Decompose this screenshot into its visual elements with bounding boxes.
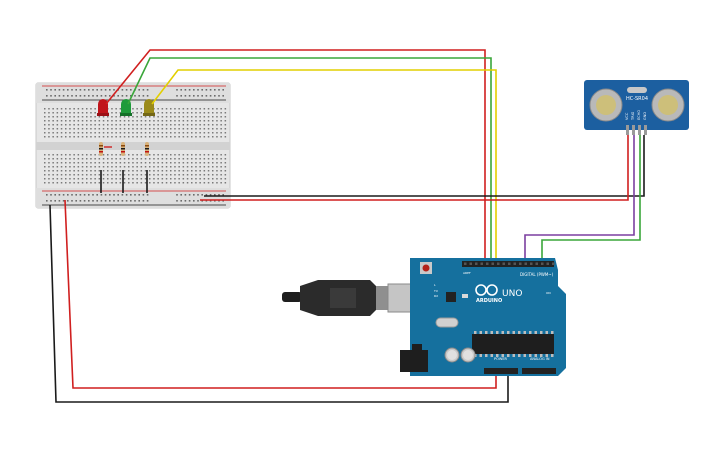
breadboard-holes [44, 89, 227, 202]
wires [49, 49, 645, 403]
svg-text:GND: GND [643, 112, 647, 120]
tx-label: TX [433, 289, 438, 293]
power-header[interactable] [484, 368, 518, 374]
analog-label: ANALOG IN [530, 357, 550, 361]
rx-label: RX [434, 294, 438, 298]
resistor-3[interactable] [145, 142, 149, 156]
breadboard-jumpers [100, 146, 148, 193]
wire-red-5v [64, 199, 497, 389]
wire-black-gnd [49, 204, 509, 403]
sensor-model-label: HC-SR04 [626, 96, 648, 102]
arduino-infinity-logo-icon [475, 284, 498, 296]
led-yellow[interactable] [143, 99, 155, 116]
wire-red-vcc-rail [200, 135, 629, 201]
resistor-1[interactable] [99, 142, 103, 156]
atmega-chip [472, 334, 554, 354]
wire-green-led [127, 57, 492, 262]
digital-header-pins [464, 262, 555, 265]
wire-black-gnd-rail [204, 135, 645, 197]
digital-label: DIGITAL (PWM~) [520, 272, 554, 277]
svg-text:ECHO: ECHO [637, 110, 641, 120]
wire-green-echo [541, 135, 641, 262]
ultrasonic-sensor[interactable]: HC-SR04 VCC TRIG ECHO GND [584, 80, 689, 135]
sensor-pin-labels: VCC TRIG ECHO GND [625, 110, 647, 121]
wire-purple-trig [524, 135, 635, 262]
resistor-2[interactable] [121, 142, 125, 156]
power-label: POWER [494, 357, 508, 361]
wire-yellow-led [151, 69, 497, 262]
arduino-uno-board[interactable]: DIGITAL (PWM~) AREF ARDUINO UNO TX RX L … [400, 258, 566, 376]
arduino-brand-label: ARDUINO [476, 298, 502, 304]
arduino-model-label: UNO [502, 289, 522, 299]
svg-text:TRIG: TRIG [631, 111, 635, 121]
led-red[interactable] [97, 99, 109, 116]
svg-text:VCC: VCC [625, 112, 629, 120]
led-green[interactable] [120, 99, 132, 116]
aref-label: AREF [463, 271, 471, 275]
breadboard[interactable] [35, 82, 231, 209]
l-label: L [434, 283, 436, 287]
analog-header[interactable] [522, 368, 556, 374]
wire-red-led [105, 49, 486, 262]
on-label: ON [546, 291, 551, 295]
power-jack[interactable] [400, 350, 428, 372]
usb-cable-icon[interactable] [282, 280, 417, 316]
